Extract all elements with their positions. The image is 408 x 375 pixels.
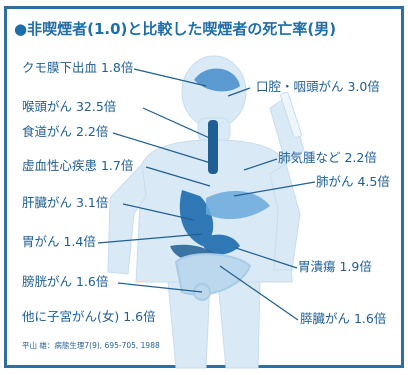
label-brain: クモ膜下出血 1.8倍 (22, 60, 133, 75)
diagram-title: ●非喫煙者(1.0)と比較した喫煙者の死亡率(男) (14, 20, 336, 38)
leader-lung (233, 181, 316, 197)
label-larynx: 喉頭がん 32.5倍 (22, 99, 116, 114)
label-bladder: 膀胱がん 1.6倍 (22, 274, 108, 289)
leader-mouth (227, 87, 251, 97)
leader-liver (122, 203, 195, 221)
leader-esophagus (112, 132, 215, 165)
leader-brain (133, 68, 207, 87)
label-ulcer: 胃潰瘍 1.9倍 (298, 259, 372, 274)
label-stomach: 胃がん 1.4倍 (22, 234, 96, 249)
cigarette-shape (280, 91, 302, 139)
leader-lines (97, 68, 316, 321)
stomach-icon (200, 234, 240, 255)
label-ischemic: 虚血性心疾患 1.7倍 (22, 158, 133, 173)
labels: クモ膜下出血 1.8倍 口腔・咽頭がん 3.0倍 喉頭がん 32.5倍 食道がん… (22, 60, 390, 326)
leader-ischemic (145, 166, 211, 187)
label-lung: 肺がん 4.5倍 (316, 174, 390, 189)
head-shape (181, 55, 247, 129)
label-pancreas: 膵臓がん 1.6倍 (300, 311, 386, 326)
label-copd: 肺気腫など 2.2倍 (278, 150, 377, 165)
label-mouth: 口腔・咽頭がん 3.0倍 (256, 79, 380, 94)
leader-larynx (142, 107, 215, 141)
source-citation: 平山 雄：病態生理7(9), 695-705, 1988 (22, 340, 160, 350)
lung-icon (206, 191, 270, 220)
label-uterus: 他に子宮がん(女) 1.6倍 (22, 309, 156, 324)
leader-pancreas (219, 265, 299, 321)
right-arm-shape (269, 163, 301, 271)
leader-bladder (117, 282, 203, 293)
left-arm-shape (107, 162, 147, 275)
right-leg-shape (217, 281, 261, 369)
label-esophagus: 食道がん 2.2倍 (22, 124, 108, 139)
liver-icon (179, 190, 214, 246)
label-liver: 肝臓がん 3.1倍 (22, 195, 108, 210)
leader-ulcer (235, 247, 298, 269)
leader-stomach (97, 233, 203, 244)
esophagus-icon (208, 120, 218, 174)
leader-copd (243, 158, 278, 171)
